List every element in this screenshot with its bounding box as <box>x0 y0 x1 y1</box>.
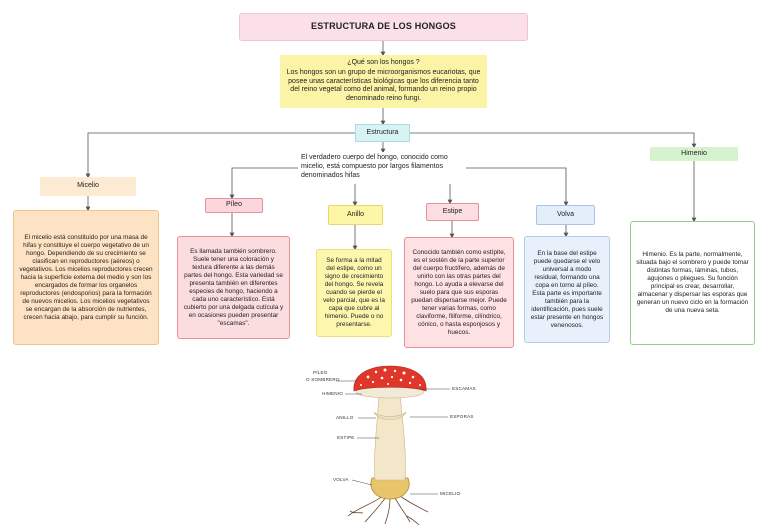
micelio-description: El micelio está constituido por una masa… <box>13 210 159 345</box>
label-esporas: ESPORAS <box>450 414 474 419</box>
volva-text: En la base del estipe puede quedarse el … <box>530 249 604 329</box>
volva-header: Volva <box>536 205 595 225</box>
ring-shape <box>373 411 407 420</box>
stem-shape <box>374 391 406 481</box>
pileo-description: Es llamada también sombrero. Suele tener… <box>177 236 290 339</box>
volva-shape <box>370 477 410 500</box>
volva-description: En la base del estipe puede quedarse el … <box>524 236 610 343</box>
cap-shape <box>353 365 427 392</box>
structure-node: Estructura <box>355 124 410 142</box>
label-pointers <box>336 380 450 495</box>
definition-heading: ¿Qué son los hongos ? <box>347 59 420 67</box>
mycelium-roots <box>347 495 429 526</box>
estipe-header: Estipe <box>426 203 479 221</box>
anillo-description: Se forma a la mitad del estipe, como un … <box>316 249 392 337</box>
label-sombrero: O SOMBRERO <box>306 377 340 382</box>
definition-box: ¿Qué son los hongos ? Los hongos son un … <box>280 55 487 108</box>
himenio-text: Himenio. Es la parte, normalmente, situa… <box>636 251 749 314</box>
body-description: El verdadero cuerpo del hongo, conocido … <box>298 152 466 184</box>
label-escamas: ESCAMAS <box>452 386 476 391</box>
label-himenio: HIMENIO <box>322 391 344 396</box>
cap-spots <box>360 368 421 386</box>
pileo-header: Píleo <box>205 198 263 213</box>
anillo-text: Se forma a la mitad del estipe, como un … <box>323 257 385 328</box>
label-pileo: PÍLEO <box>313 370 328 375</box>
page-title: ESTRUCTURA DE LOS HONGOS <box>239 13 528 41</box>
label-micelio: MICELIO <box>440 491 461 496</box>
pileo-text: Es llamada también sombrero. Suele tener… <box>183 247 284 327</box>
estipe-description: Conocido también como estípite, es el so… <box>404 237 514 348</box>
label-anillo: ANILLO <box>336 415 354 420</box>
himenio-header: Himenio <box>650 147 738 161</box>
micelio-header: Micelio <box>40 177 136 196</box>
himenio-description: Himenio. Es la parte, normalmente, situa… <box>630 221 755 345</box>
micelio-text: El micelio está constituido por una masa… <box>19 233 153 321</box>
estipe-text: Conocido también como estípite, es el so… <box>411 248 507 336</box>
anillo-header: Anillo <box>328 205 383 225</box>
definition-text: Los hongos son un grupo de microorganism… <box>286 68 481 103</box>
label-estipe: ESTIPE <box>337 435 355 440</box>
label-volva: VOLVA <box>333 477 349 482</box>
